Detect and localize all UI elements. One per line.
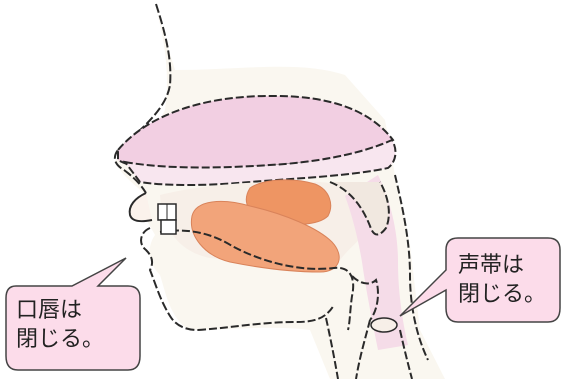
- callout-lips-line1: 口唇は: [16, 296, 104, 325]
- callout-vocal-cords-line2: 閉じる。: [458, 280, 546, 309]
- callout-lips: 口唇は 閉じる。: [16, 296, 104, 354]
- callout-lips-line2: 閉じる。: [16, 325, 104, 354]
- vocal-cords-icon: [371, 318, 397, 332]
- callout-vocal-cords: 声帯は 閉じる。: [458, 251, 546, 309]
- teeth-icon: [158, 204, 176, 234]
- callout-vocal-cords-line1: 声帯は: [458, 251, 546, 280]
